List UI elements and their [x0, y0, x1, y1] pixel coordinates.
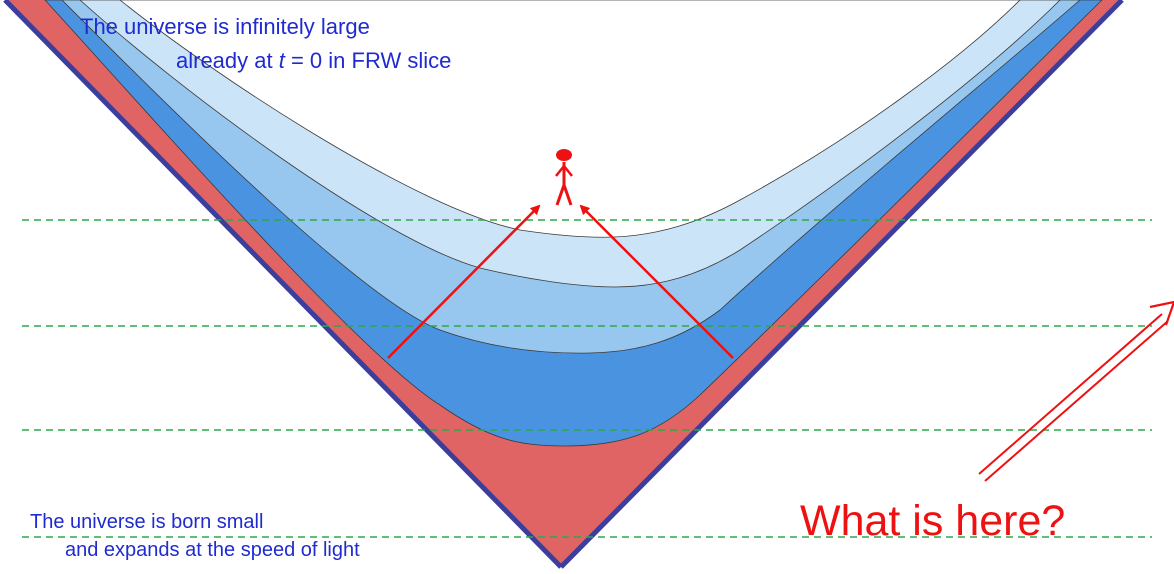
time-variable: t [278, 48, 285, 73]
light-ray-right-arrow [579, 204, 734, 359]
question-label: What is here? [800, 497, 1066, 545]
bottom-label-line2: and expands at the speed of light [65, 539, 360, 561]
light-ray-left-arrow [387, 204, 541, 359]
person-icon [555, 149, 573, 206]
cone-edge-right [559, 0, 1124, 569]
bottom-label-line1: The universe is born small [30, 511, 264, 533]
top-label-line2-pre: already at [176, 48, 279, 73]
hyperbola-inner [119, 0, 1021, 238]
top-label-line2-post: = 0 in FRW slice [284, 48, 452, 73]
top-label-line2: already at t = 0 in FRW slice [176, 48, 451, 74]
cone-edge-left [3, 0, 563, 569]
top-label-line1: The universe is infinitely large [80, 14, 370, 39]
double-arrow-icon [978, 300, 1174, 482]
